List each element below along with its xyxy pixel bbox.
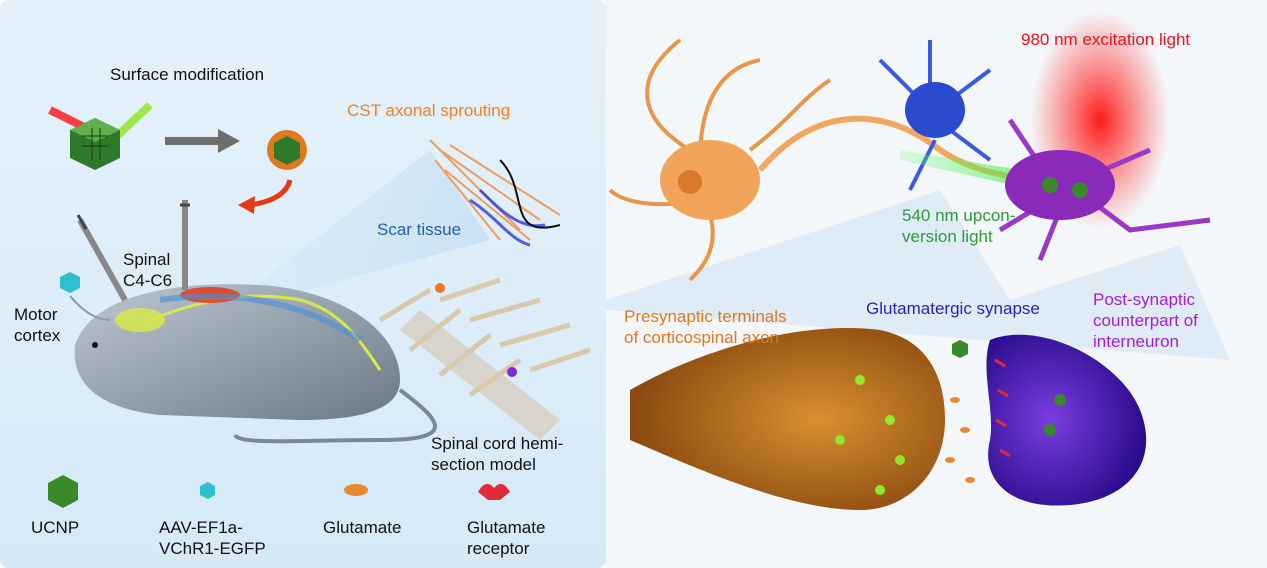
postsynaptic-terminal (986, 334, 1147, 506)
postsynaptic-label: Post-synaptic counterpart of interneuron (1093, 290, 1198, 351)
arrow-curved-icon (249, 179, 293, 208)
hemisection-label: Spinal cord hemi- section model (431, 434, 564, 474)
ucnp-crystal-icon (48, 102, 153, 170)
arrow-right-icon (165, 129, 240, 153)
scar-tissue-label: Scar tissue (377, 220, 462, 239)
receptor-icon (478, 483, 510, 500)
spinal-cord-model (378, 277, 591, 440)
surface-modification-label: Surface modification (110, 65, 265, 84)
zoom-cone-right (606, 190, 1230, 360)
glutamatergic-label: Glutamatergic synapse (866, 299, 1040, 318)
legend-glutamate-label: Glutamate (323, 518, 402, 537)
legend-aav-label: AAV-EF1a- VChR1-EGFP (159, 518, 266, 558)
cst-sprouting-label: CST axonal sprouting (347, 101, 511, 120)
syringe-icon-2 (180, 200, 190, 290)
glial-cell (878, 40, 992, 191)
presynaptic-terminal (630, 328, 945, 510)
excitation-light-label: 980 nm excitation light (1021, 30, 1191, 49)
spinal-label: Spinal C4-C6 (123, 250, 173, 290)
ucnp-icon (48, 475, 78, 508)
glutamate-icon (344, 484, 368, 496)
modified-ucnp-icon (267, 130, 307, 170)
upconversion-light-label: 540 nm upcon- version light (902, 206, 1016, 246)
mouse-illustration (74, 284, 437, 444)
presynaptic-label: Presynaptic terminals of corticospinal a… (624, 307, 787, 347)
cst-sprouting-illustration (429, 139, 561, 247)
postsynaptic-neuron (998, 118, 1211, 261)
legend-receptor-label: Glutamate receptor (467, 518, 546, 558)
synaptic-cleft (945, 340, 975, 483)
motor-cortex-label: Motor cortex (14, 305, 61, 345)
syringe-icon-1 (76, 214, 128, 302)
aav-icon (200, 482, 215, 499)
zoom-cone-cst (250, 150, 490, 300)
aav-marker-icon (60, 272, 111, 321)
legend-ucnp-label: UCNP (31, 518, 80, 537)
